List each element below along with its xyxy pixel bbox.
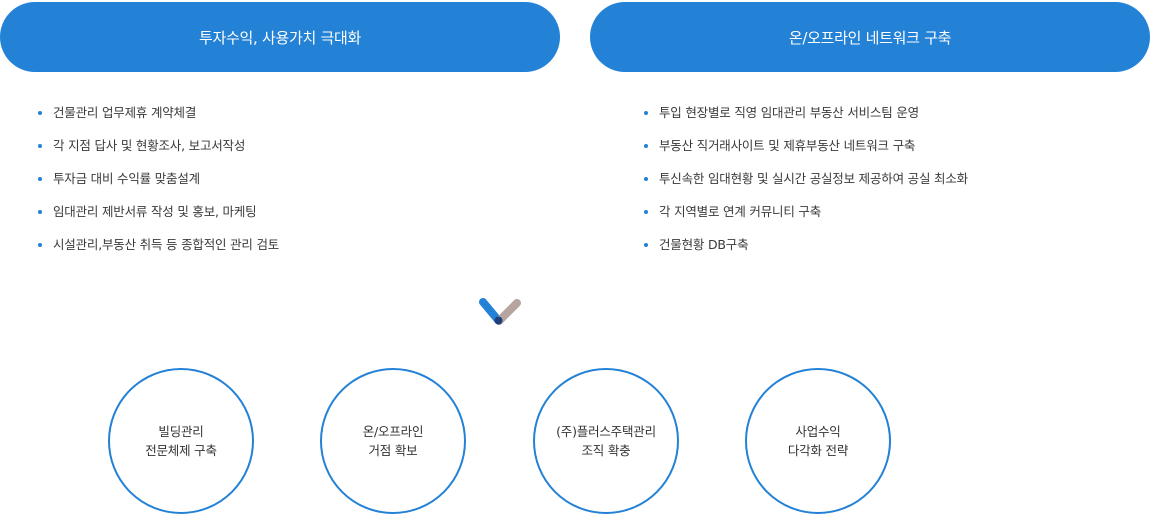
- left-list-item-text: 건물관리 업무제휴 계약체결: [53, 105, 197, 120]
- left-list-item-text: 투자금 대비 수익률 맞춤설계: [53, 171, 200, 186]
- left-list-item-text: 시설관리,부동산 취득 등 종합적인 관리 검토: [53, 237, 280, 252]
- circle-line-2: 전문체제 구축: [145, 443, 217, 458]
- check-mark-icon: [479, 298, 521, 325]
- left-list-item: 건물관리 업무제휴 계약체결: [38, 101, 279, 134]
- circle-line-2: 다각화 전략: [787, 443, 849, 458]
- circle-strategy-2: 온/오프라인 거점 확보: [320, 368, 466, 514]
- check-mark-right-stroke: [495, 299, 521, 325]
- header-pill-left: 투자수익, 사용가치 극대화: [0, 2, 560, 72]
- right-list-item-text: 투신속한 임대현황 및 실시간 공실정보 제공하여 공실 최소화: [659, 171, 968, 186]
- left-list-item: 임대관리 제반서류 작성 및 홍보, 마케팅: [38, 200, 279, 233]
- right-list-item-text: 각 지역별로 연계 커뮤니티 구축: [659, 204, 821, 219]
- right-list-item: 건물현황 DB구축: [644, 233, 968, 266]
- bullet-dot-icon: [38, 243, 42, 247]
- right-list-item: 투입 현장별로 직영 임대관리 부동산 서비스팀 운영: [644, 101, 968, 134]
- circle-strategy-4: 사업수익 다각화 전략: [745, 368, 891, 514]
- circle-strategy-3: (주)플러스주택관리 조직 확충: [533, 368, 679, 514]
- left-bullet-list: 건물관리 업무제휴 계약체결 각 지점 답사 및 현황조사, 보고서작성 투자금…: [38, 101, 279, 266]
- bullet-dot-icon: [38, 111, 42, 115]
- left-list-item-text: 각 지점 답사 및 현황조사, 보고서작성: [53, 138, 246, 153]
- right-list-item: 각 지역별로 연계 커뮤니티 구축: [644, 200, 968, 233]
- check-mark-joint: [494, 316, 503, 325]
- bullet-dot-icon: [38, 177, 42, 181]
- bullet-dot-icon: [644, 177, 648, 181]
- circle-line-2: 거점 확보: [368, 443, 418, 458]
- right-list-item-text: 투입 현장별로 직영 임대관리 부동산 서비스팀 운영: [659, 105, 919, 120]
- left-list-item-text: 임대관리 제반서류 작성 및 홍보, 마케팅: [53, 204, 257, 219]
- left-list-item: 투자금 대비 수익률 맞춤설계: [38, 167, 279, 200]
- circle-line-1: 온/오프라인: [362, 424, 424, 439]
- right-list-item: 부동산 직거래사이트 및 제휴부동산 네트워크 구축: [644, 134, 968, 167]
- right-list-item-text: 부동산 직거래사이트 및 제휴부동산 네트워크 구축: [659, 138, 916, 153]
- circle-line-1: (주)플러스주택관리: [556, 424, 656, 439]
- circle-strategy-1: 빌딩관리 전문체제 구축: [108, 368, 254, 514]
- bullet-dot-icon: [644, 210, 648, 214]
- check-mark-left-stroke: [479, 298, 502, 324]
- bullet-dot-icon: [644, 144, 648, 148]
- left-list-item: 각 지점 답사 및 현황조사, 보고서작성: [38, 134, 279, 167]
- bullet-dot-icon: [38, 210, 42, 214]
- bullet-dot-icon: [644, 243, 648, 247]
- circle-line-2: 조직 확충: [581, 443, 631, 458]
- left-list-item: 시설관리,부동산 취득 등 종합적인 관리 검토: [38, 233, 279, 266]
- right-bullet-list: 투입 현장별로 직영 임대관리 부동산 서비스팀 운영 부동산 직거래사이트 및…: [644, 101, 968, 266]
- right-list-item: 투신속한 임대현황 및 실시간 공실정보 제공하여 공실 최소화: [644, 167, 968, 200]
- circle-line-1: 빌딩관리: [158, 424, 204, 439]
- circle-line-1: 사업수익: [795, 424, 841, 439]
- right-list-item-text: 건물현황 DB구축: [659, 237, 749, 252]
- header-pill-left-title: 투자수익, 사용가치 극대화: [199, 28, 361, 47]
- bullet-dot-icon: [644, 111, 648, 115]
- bullet-dot-icon: [38, 144, 42, 148]
- header-pill-right-title: 온/오프라인 네트워크 구축: [788, 28, 952, 47]
- header-pill-right: 온/오프라인 네트워크 구축: [590, 2, 1150, 72]
